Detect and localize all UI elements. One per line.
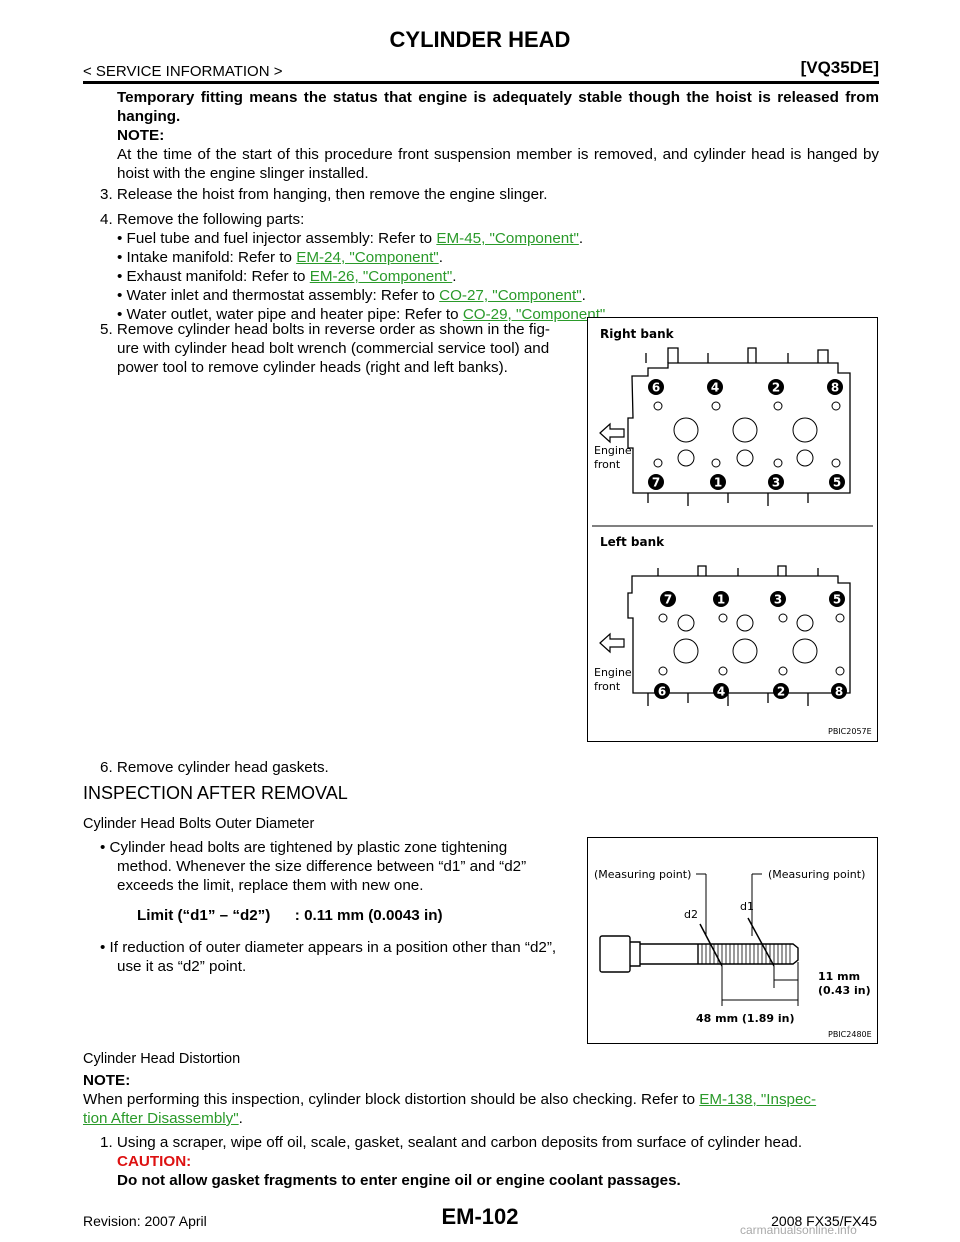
distortion-step-1: 1. Using a scraper, wipe off oil, scale,… bbox=[100, 1134, 803, 1151]
bolt-number: 8 bbox=[831, 381, 839, 395]
bolt-number: 3 bbox=[772, 476, 780, 490]
caution-label: CAUTION: bbox=[117, 1153, 192, 1170]
right-bank-label: Right bank bbox=[600, 327, 675, 341]
part-item: • Intake manifold: Refer to EM-24, "Comp… bbox=[117, 249, 443, 266]
caution-text: Do not allow gasket fragments to enter e… bbox=[117, 1172, 681, 1189]
right-bank-top-numbers: 6 4 2 8 bbox=[648, 379, 843, 395]
dim-11mm: 11 mm bbox=[818, 970, 860, 983]
bolt-number: 1 bbox=[717, 593, 725, 607]
revision-label: Revision: 2007 April bbox=[83, 1213, 207, 1229]
left-bank-top-numbers: 7 1 3 5 bbox=[660, 591, 845, 607]
engine-front-arrow-icon bbox=[599, 632, 625, 654]
bolt-number: 6 bbox=[658, 685, 666, 699]
step-5-line1: 5. Remove cylinder head bolts in reverse… bbox=[100, 321, 550, 338]
step-6: 6. Remove cylinder head gaskets. bbox=[100, 759, 329, 776]
bolt-number: 4 bbox=[717, 685, 725, 699]
note-label: NOTE: bbox=[117, 127, 165, 144]
parts-list: • Fuel tube and fuel injector assembly: … bbox=[117, 229, 610, 324]
bolt-number: 7 bbox=[652, 476, 660, 490]
bolt-shape bbox=[599, 935, 799, 973]
engine-label: Engine bbox=[594, 666, 632, 679]
front-label: front bbox=[594, 458, 621, 471]
bolt-number: 6 bbox=[652, 381, 660, 395]
bullet-1-line3: exceeds the limit, replace them with new… bbox=[117, 877, 424, 894]
engine-code: [VQ35DE] bbox=[800, 58, 879, 77]
left-bank-label: Left bank bbox=[600, 535, 665, 549]
bolt-number: 2 bbox=[772, 381, 780, 395]
ref-link[interactable]: tion After Disassembly" bbox=[83, 1110, 239, 1127]
ref-link[interactable]: CO-29, "Component" bbox=[462, 306, 606, 323]
bullet-1-line1: • Cylinder head bolts are tightened by p… bbox=[100, 839, 508, 856]
limit-row: Limit (“d1” – “d2”) : 0.11 mm (0.0043 in… bbox=[137, 906, 443, 925]
bolt-number: 5 bbox=[833, 593, 841, 607]
note-text-2-cont: tion After Disassembly". bbox=[83, 1110, 243, 1127]
measuring-point-right: (Measuring point) bbox=[768, 868, 865, 881]
header-rule bbox=[83, 81, 879, 84]
breadcrumb: < SERVICE INFORMATION > bbox=[83, 63, 283, 80]
engine-front-arrow-icon bbox=[599, 422, 625, 444]
step-4: 4. Remove the following parts: bbox=[100, 211, 305, 228]
ref-link[interactable]: EM-45, "Component" bbox=[436, 230, 579, 247]
engine-label: Engine bbox=[594, 444, 632, 457]
ref-link[interactable]: EM-24, "Component" bbox=[296, 249, 439, 266]
bolt-number: 8 bbox=[835, 685, 843, 699]
d1-label: d1 bbox=[740, 900, 754, 913]
step-3: 3. Release the hoist from hanging, then … bbox=[100, 186, 548, 203]
front-label: front bbox=[594, 680, 621, 693]
bullet-1-line2: method. Whenever the size difference bet… bbox=[117, 858, 527, 875]
bolt-number: 2 bbox=[777, 685, 785, 699]
bolt-measure-diagram: (Measuring point) (Measuring point) d2 d… bbox=[594, 868, 872, 1039]
part-item: • Fuel tube and fuel injector assembly: … bbox=[117, 230, 584, 247]
model-label: 2008 FX35/FX45 bbox=[771, 1213, 877, 1229]
right-bank-bottom-numbers: 7 1 3 5 bbox=[648, 474, 845, 490]
left-bank-bottom-numbers: 6 4 2 8 bbox=[654, 683, 847, 699]
page-title: CYLINDER HEAD bbox=[389, 27, 571, 52]
watermark: carmanualsonline.info bbox=[740, 1223, 857, 1237]
subsection-distortion: Cylinder Head Distortion bbox=[83, 1051, 241, 1067]
bolt-order-figure: Right bank 6 4 2 8 7 1 3 5 Engine bbox=[587, 317, 878, 742]
bolt-number: 3 bbox=[774, 593, 782, 607]
bolt-order-diagram: Right bank 6 4 2 8 7 1 3 5 Engine bbox=[592, 327, 873, 736]
step-5-line3: power tool to remove cylinder heads (rig… bbox=[117, 359, 508, 376]
note-text: At the time of the start of this procedu… bbox=[117, 146, 879, 182]
bolt-number: 1 bbox=[714, 476, 722, 490]
dim-48mm: 48 mm (1.89 in) bbox=[696, 1012, 795, 1025]
dim-11mm-in: (0.43 in) bbox=[818, 984, 871, 997]
bolt-thread bbox=[701, 944, 791, 964]
bullet-2-line1: • If reduction of outer diameter appears… bbox=[100, 939, 557, 956]
page-number: EM-102 bbox=[441, 1204, 519, 1229]
note-label-2: NOTE: bbox=[83, 1072, 131, 1089]
limit-value: : 0.11 mm (0.0043 in) bbox=[294, 907, 443, 924]
limit-label: Limit (“d1” – “d2”) bbox=[137, 907, 271, 924]
left-bank-head bbox=[627, 565, 851, 706]
figure-id: PBIC2480E bbox=[828, 1030, 872, 1039]
figure-id: PBIC2057E bbox=[828, 727, 872, 736]
note-text-2: When performing this inspection, cylinde… bbox=[83, 1091, 817, 1108]
section-heading: INSPECTION AFTER REMOVAL bbox=[83, 783, 348, 803]
bolt-number: 5 bbox=[833, 476, 841, 490]
right-bank-bores bbox=[653, 401, 841, 468]
part-item: • Water inlet and thermostat assembly: R… bbox=[117, 287, 586, 304]
step-5-line2: ure with cylinder head bolt wrench (comm… bbox=[117, 340, 550, 357]
left-bank-bores bbox=[658, 613, 845, 676]
ref-link[interactable]: CO-27, "Component" bbox=[439, 287, 582, 304]
bolt-number: 4 bbox=[711, 381, 719, 395]
bolt-measure-figure: (Measuring point) (Measuring point) d2 d… bbox=[587, 837, 878, 1044]
measuring-point-left: (Measuring point) bbox=[594, 868, 691, 881]
subsection-bolts: Cylinder Head Bolts Outer Diameter bbox=[83, 816, 315, 832]
bullet-2-line2: use it as “d2” point. bbox=[117, 958, 247, 975]
temporary-fitting-text: Temporary fitting means the status that … bbox=[117, 89, 879, 125]
part-item: • Exhaust manifold: Refer to EM-26, "Com… bbox=[117, 268, 457, 285]
bolt-number: 7 bbox=[664, 593, 672, 607]
ref-link[interactable]: EM-26, "Component" bbox=[309, 268, 453, 285]
d2-label: d2 bbox=[684, 908, 698, 921]
right-bank-head bbox=[627, 347, 851, 506]
part-item: • Water outlet, water pipe and heater pi… bbox=[117, 306, 610, 323]
ref-link[interactable]: EM-138, "Inspec- bbox=[699, 1091, 817, 1108]
